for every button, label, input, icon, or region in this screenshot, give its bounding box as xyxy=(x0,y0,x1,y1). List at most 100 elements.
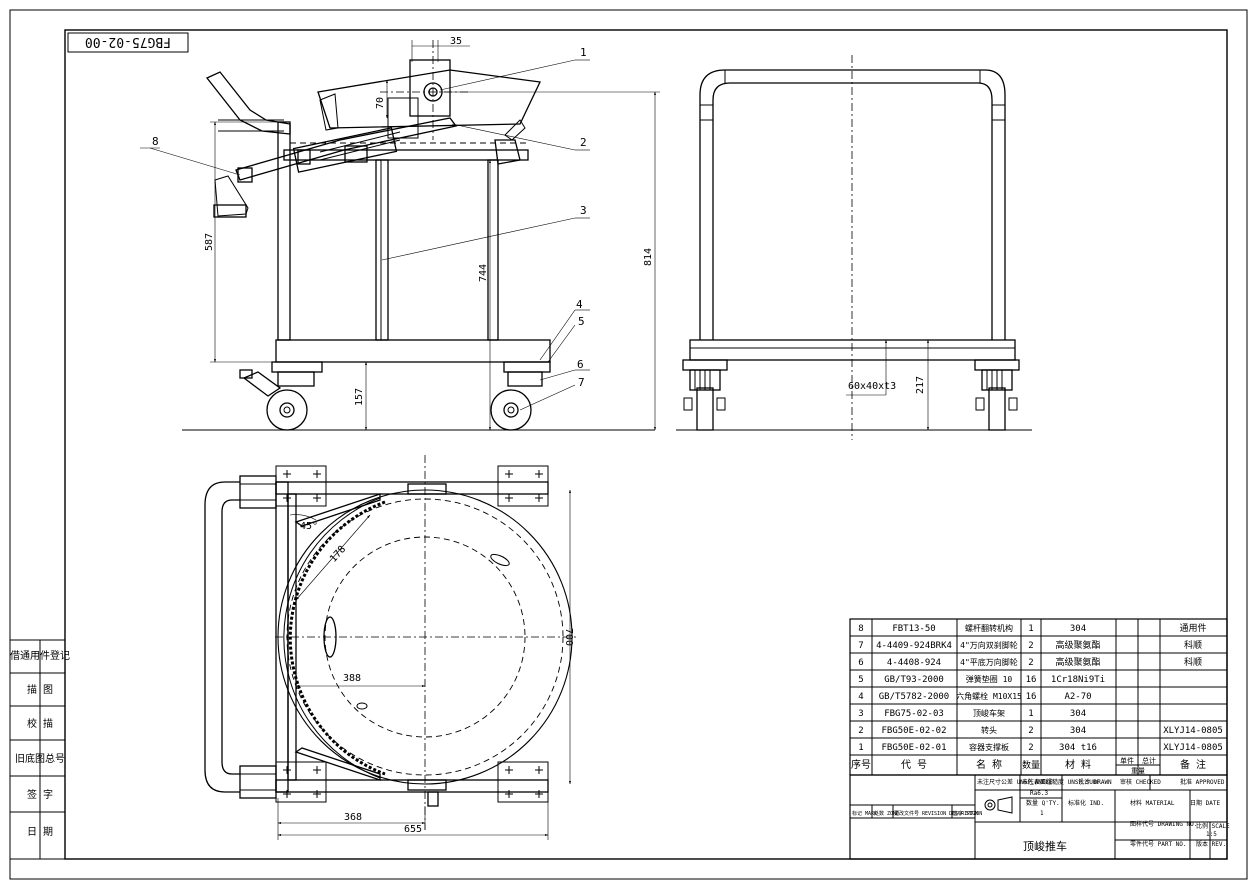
bom-cell-name: 螺杆翻转机构 xyxy=(965,623,1013,633)
tb-general-tol: 未注尺寸公差 UNSP.ANGLE xyxy=(977,778,1053,786)
strip-label-signature: 签 字 xyxy=(27,788,53,801)
projection-symbol-icon xyxy=(984,796,1013,814)
bom-cell-code: FBG50E-02-02 xyxy=(881,726,946,736)
tb-rev-label: 版本 REV. xyxy=(1196,840,1226,848)
balloon-8: 8 xyxy=(152,135,159,148)
dim-587: 587 xyxy=(204,233,215,251)
bom-cell-no: 8 xyxy=(858,624,863,634)
tb-qty-value: 1 xyxy=(1040,810,1044,817)
tb-approved: 批准 APPROVED xyxy=(1180,778,1225,786)
balloon-3: 3 xyxy=(580,204,587,217)
drawing-number-box: FBG75-02-00 xyxy=(67,32,189,53)
balloon-1: 1 xyxy=(580,46,587,59)
bom-cell-code: FBG50E-02-01 xyxy=(881,743,946,753)
bom-cell-material: A2-70 xyxy=(1064,692,1091,702)
tb-qty-label: 数量 Q'TY. xyxy=(1026,799,1060,807)
bom-header-qty: 数量 xyxy=(1022,759,1040,771)
bom-header-total: 总计 xyxy=(1142,756,1156,765)
bom-header-code: 代 号 xyxy=(901,759,927,771)
dim-70: 70 xyxy=(375,97,386,109)
caster-right xyxy=(490,361,551,431)
tb-surface: 未注表面粗糙度 UNSP.SURF xyxy=(1022,778,1101,786)
bom-cell-no: 2 xyxy=(858,726,863,736)
bom-cell-material: 高级聚氨酯 xyxy=(1055,656,1100,668)
balloon-6: 6 xyxy=(577,358,584,371)
bom-cell-no: 3 xyxy=(858,709,863,719)
dim-388: 388 xyxy=(343,673,361,684)
bom-cell-qty: 16 xyxy=(1026,675,1037,685)
bom-cell-material: 1Cr18Ni9Ti xyxy=(1051,675,1105,685)
left-signature-strip: 借通用件登记 描 图 校 描 旧底图总号 签 字 日 期 xyxy=(9,639,70,860)
balloon-5: 5 xyxy=(578,315,585,328)
tb-drawn: 设计 DRAWN xyxy=(1078,778,1112,786)
bom-cell-name: 顶峻车架 xyxy=(973,708,1005,718)
bom-cell-note: 科顺 xyxy=(1184,639,1202,651)
bom-cell-material: 304 xyxy=(1070,709,1086,719)
bolt-marks xyxy=(283,470,543,798)
tb-roughness: Ra6.3 xyxy=(1030,790,1048,797)
bom-cell-qty: 16 xyxy=(1026,692,1037,702)
side-view: 587 744 814 157 35 70 1 2 3 4 5 6 7 xyxy=(140,36,660,431)
dim-655: 655 xyxy=(404,824,422,835)
bom-cell-code: GB/T5782-2000 xyxy=(879,692,949,702)
bom-cell-qty: 2 xyxy=(1028,743,1033,753)
bom-cell-note: XLYJ14-0805 xyxy=(1163,726,1223,736)
dim-217: 217 xyxy=(915,376,926,394)
bom-cell-material: 304 xyxy=(1070,624,1086,634)
bom-cell-note: XLYJ14-0805 xyxy=(1163,743,1223,753)
dim-178: 178 xyxy=(328,544,348,565)
bom-cell-no: 4 xyxy=(858,692,863,702)
bom-cell-material: 304 t16 xyxy=(1059,743,1097,753)
bom-cell-name: 4"万向双刹脚轮 xyxy=(960,640,1018,650)
dim-368: 368 xyxy=(344,812,362,823)
front-caster-left xyxy=(682,359,728,431)
tube-spec: 60x40xt3 xyxy=(848,381,896,392)
bom-header-weight: 重量 xyxy=(1131,767,1145,775)
sheet-border xyxy=(9,9,1248,880)
dim-157: 157 xyxy=(354,388,365,406)
bom-cell-qty: 1 xyxy=(1028,624,1033,634)
tb-drawing-no-label: 图样代号 DRAWING NO. xyxy=(1130,820,1197,828)
tb-zone: 处数 ZONE xyxy=(874,810,899,817)
bom-cell-no: 7 xyxy=(858,641,863,651)
tb-date: 日期 DATE xyxy=(1190,799,1220,807)
strip-label-old-number: 旧底图总号 xyxy=(15,752,65,765)
dim-814: 814 xyxy=(643,248,654,266)
bom-header-material: 材 料 xyxy=(1065,758,1091,771)
tb-ind: 标准化 IND. xyxy=(1068,799,1104,807)
strip-label-trace: 描 图 xyxy=(27,683,53,696)
bom-cell-no: 1 xyxy=(858,743,863,753)
bom-header-no: 序号 xyxy=(851,758,871,771)
balloon-2: 2 xyxy=(580,136,587,149)
bom-cell-qty: 2 xyxy=(1028,726,1033,736)
bom-cell-note: 科顺 xyxy=(1184,656,1202,668)
tb-revision: 更改文件号 REVISION DESCRIPTION xyxy=(894,810,982,817)
bom-header-note: 备 注 xyxy=(1180,758,1206,771)
bom-cell-name: 六角螺栓 M10X15 xyxy=(956,691,1022,701)
front-view: 217 60x40xt3 xyxy=(676,55,1032,440)
strip-label-date: 日 期 xyxy=(27,826,53,838)
balloon-7: 7 xyxy=(578,376,585,389)
bom-header-unit: 单件 xyxy=(1120,756,1134,765)
dim-35: 35 xyxy=(450,36,462,47)
dim-700: 700 xyxy=(563,628,574,646)
angle-45: 45° xyxy=(300,521,318,532)
balloon-4: 4 xyxy=(576,298,583,311)
top-bracket-left xyxy=(239,475,277,799)
bom-cell-note: 通用件 xyxy=(1179,622,1206,634)
front-caster-right xyxy=(974,359,1020,431)
tb-mark: 标记 MARK xyxy=(852,810,877,817)
bom-cell-name: 弹簧垫圈 10 xyxy=(966,674,1013,684)
title-block: 未注尺寸公差 UNSP.ANGLE 未注表面粗糙度 UNSP.SURF Ra6.… xyxy=(849,774,1230,860)
tb-scale-label: 比例 SCALE xyxy=(1196,822,1230,830)
tb-sign: 签字 SIGN xyxy=(953,810,978,817)
tb-title: 顶峻推车 xyxy=(1023,839,1067,853)
tb-checked: 审核 CHECKED xyxy=(1120,778,1161,786)
drawing-number: FBG75-02-00 xyxy=(85,34,171,49)
bom-cell-code: GB/T93-2000 xyxy=(884,675,944,685)
tb-scale-value: 1:5 xyxy=(1206,831,1217,838)
bom-cell-no: 5 xyxy=(858,675,863,685)
bom-cell-name: 4"平底万向脚轮 xyxy=(960,657,1018,667)
